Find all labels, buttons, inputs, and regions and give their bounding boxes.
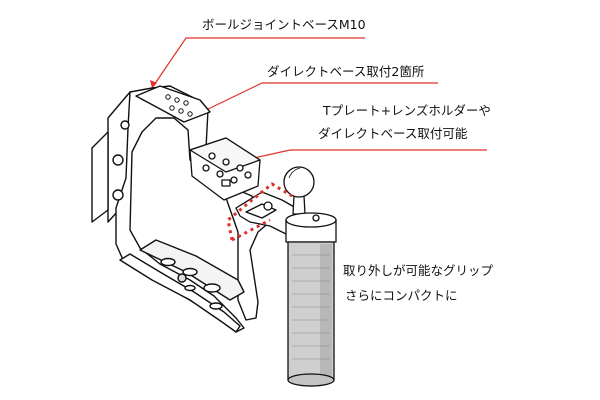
callout-t-plate-line1: Tプレート+レンズホルダーや: [323, 103, 491, 118]
bottom-plate-knob: [177, 273, 187, 283]
camera-cage: [91, 85, 273, 333]
callout-t-plate-line2: ダイレクトベース取付可能: [318, 126, 468, 141]
top-plate-hole: [183, 100, 189, 106]
cage-side-screw: [120, 120, 130, 130]
direct-base-mount: [189, 137, 261, 201]
leader-arrowhead: [150, 80, 157, 88]
removable-grip-dotted-outline: [231, 218, 271, 242]
grip-body-shade: [320, 244, 332, 383]
callout-grip-line2: さらにコンパクトに: [345, 288, 458, 303]
bottom-plate-hole: [209, 302, 223, 310]
leader-ball-joint-base: [151, 37, 365, 89]
bottom-plate-hole: [160, 257, 176, 267]
handle-grip: [235, 166, 337, 387]
grip-head-screw: [312, 214, 320, 222]
bottom-plate-hole: [184, 284, 196, 292]
bottom-plate-hole: [203, 283, 221, 293]
top-plate-hole: [169, 105, 175, 111]
cage-rear-flange: [119, 253, 241, 333]
leader-t-plate: [244, 149, 487, 161]
ball-joint-stem: [292, 195, 306, 215]
grip-bracket-hole: [263, 201, 273, 211]
callout-direct-base-mount: ダイレクトベース取付2箇所: [267, 64, 425, 79]
grip-texture: [292, 254, 330, 360]
removable-grip-dotted-outline: [226, 182, 293, 241]
leader-direct-base-mount: [201, 82, 438, 113]
cage-left-side-rail: [91, 131, 109, 223]
grip-bottom: [287, 373, 335, 387]
callout-grip-line1: 取り外しが可能なグリップ: [343, 263, 494, 278]
cage-side-screw: [112, 154, 124, 166]
top-plate-hole: [165, 94, 171, 100]
bottom-plate-hole: [182, 267, 198, 277]
top-plate-hole: [174, 97, 180, 103]
cage-side-screw: [112, 189, 124, 201]
callout-ball-joint-base: ボールジョイントベースM10: [202, 17, 366, 32]
ball-joint-highlight: [288, 167, 301, 179]
top-plate-hole: [178, 108, 184, 114]
grip-head-top: [285, 212, 337, 228]
top-plate-hole: [187, 111, 193, 117]
ball-joint-ball: [283, 166, 315, 198]
